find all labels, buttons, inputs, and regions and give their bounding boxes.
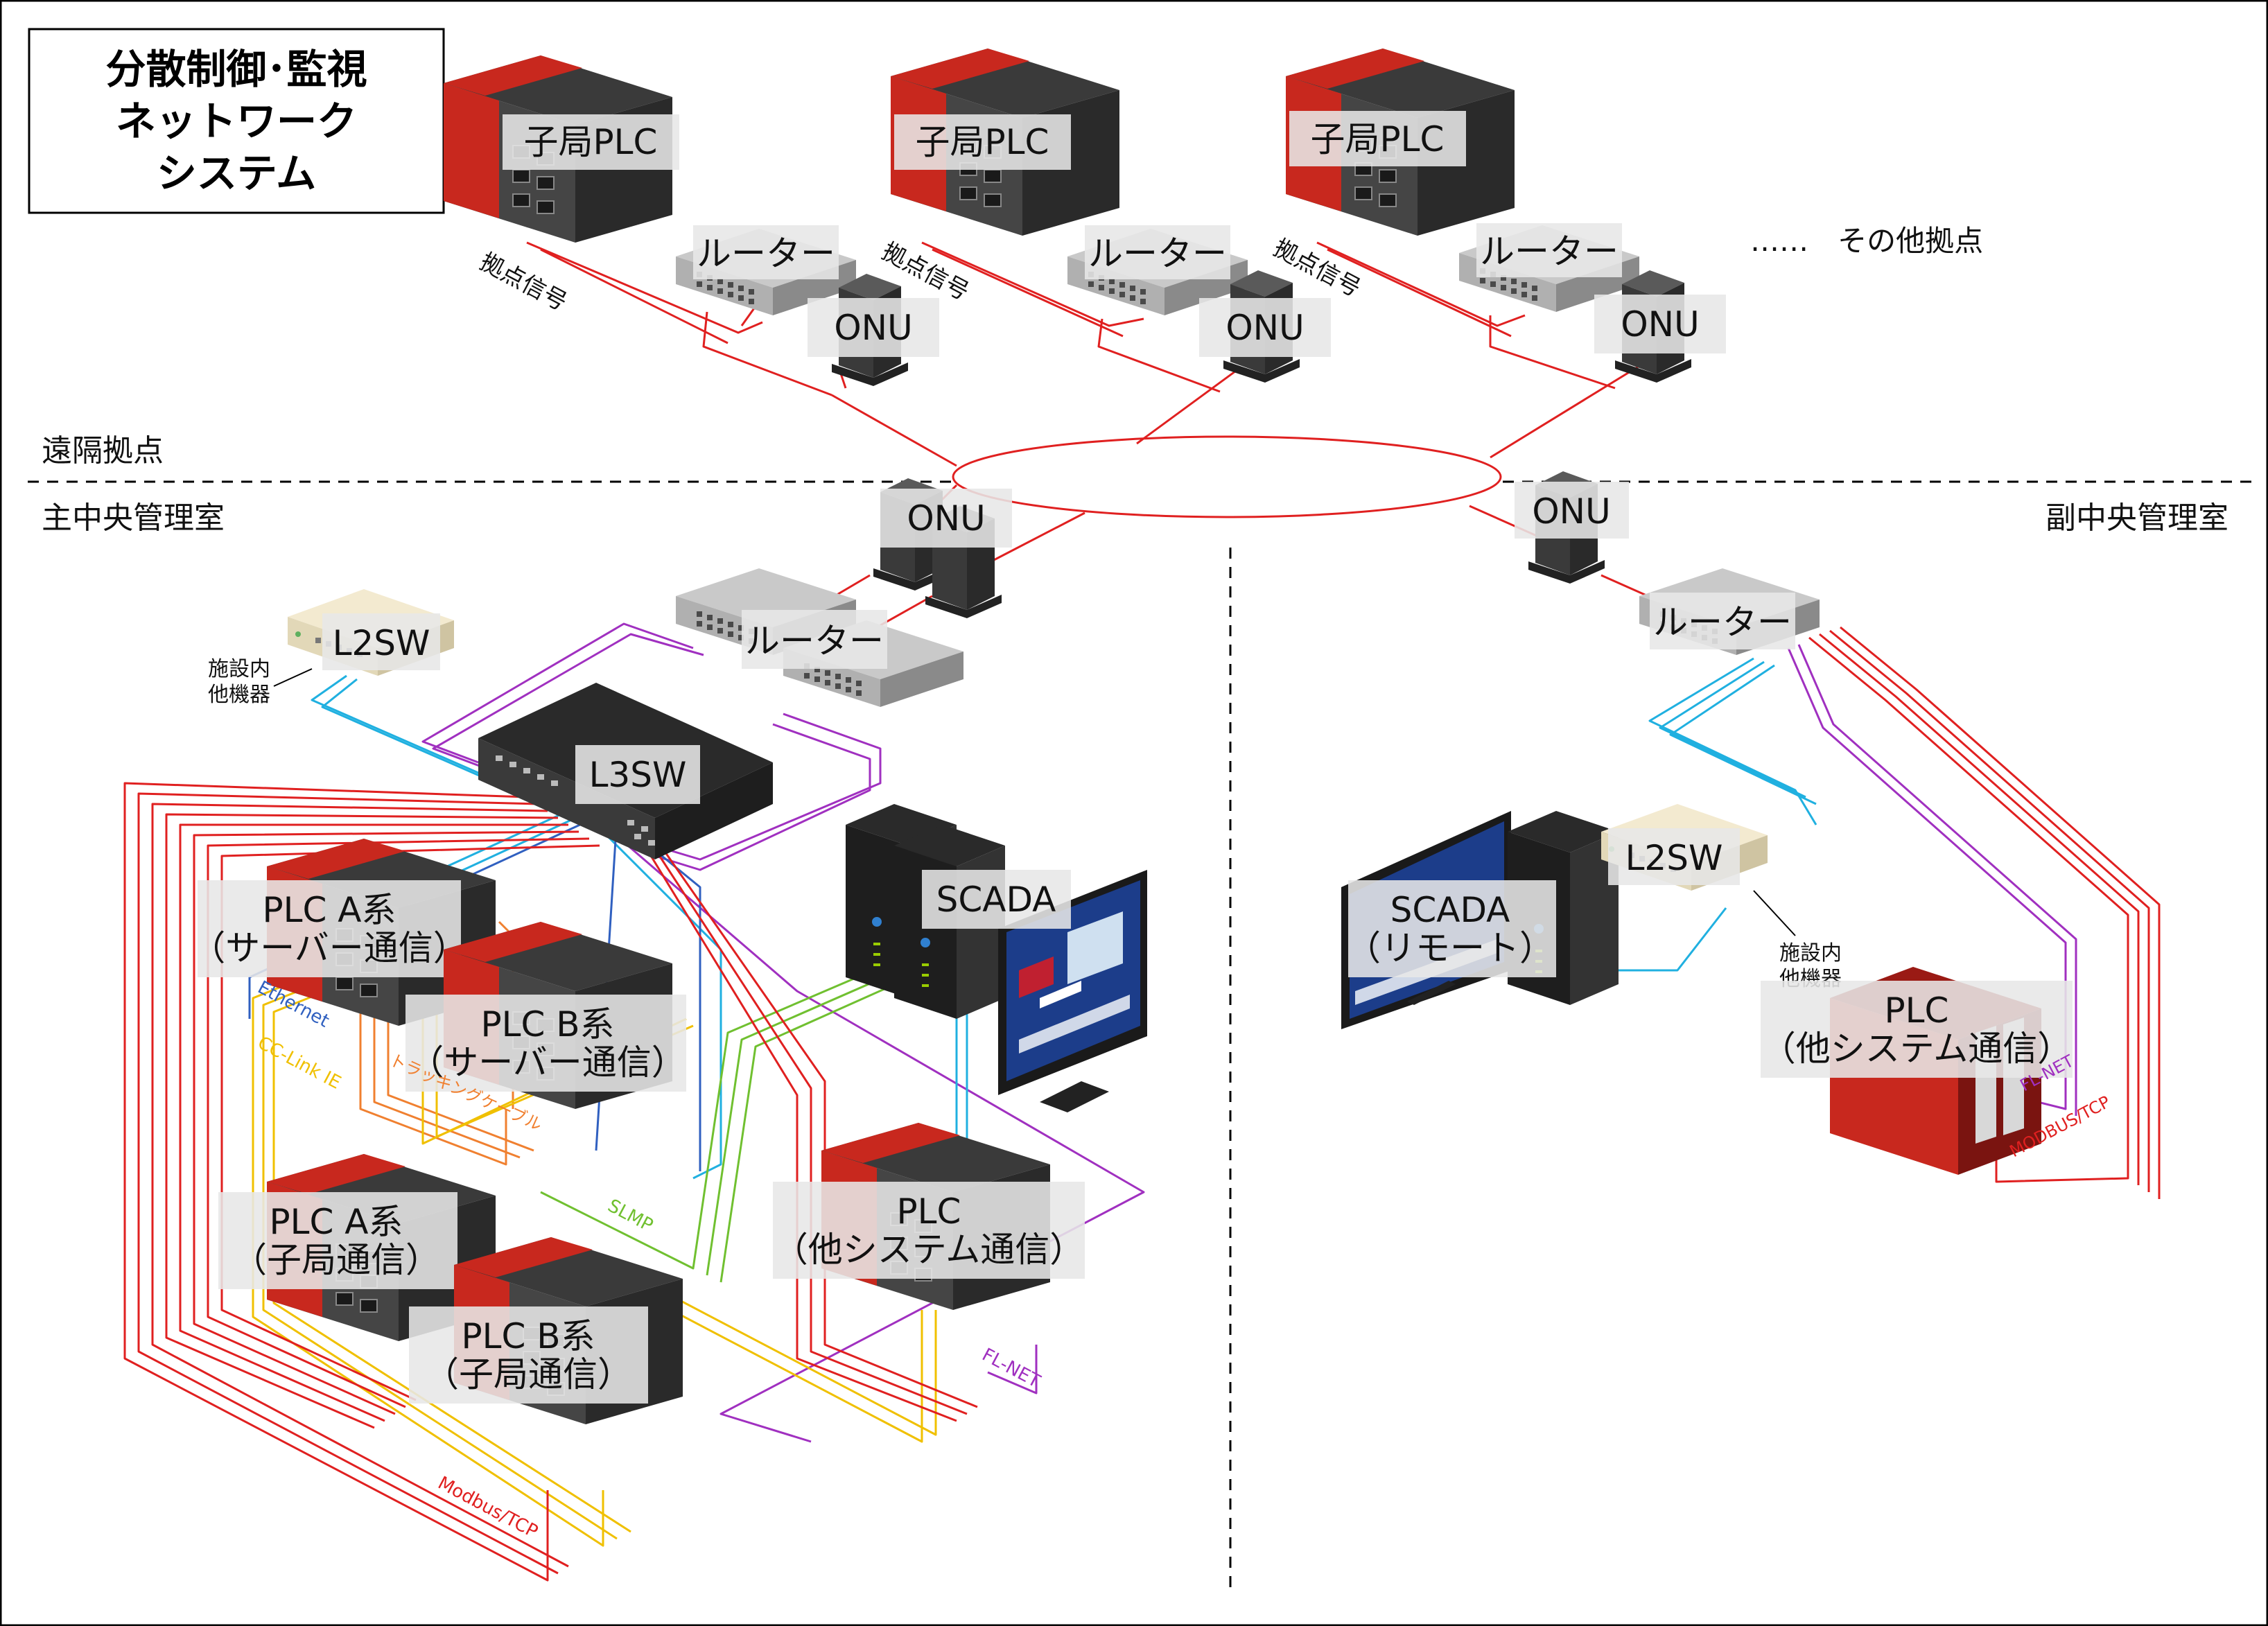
sub-scada-line1: SCADA (1390, 890, 1510, 930)
sub-l2sw-label: L2SW (1625, 838, 1723, 878)
main-plc-b-server-line2: （サーバー通信） (409, 1042, 686, 1083)
sub-plc-line1: PLC (1885, 990, 1949, 1031)
main-l2sw-note-2: 他機器 (208, 683, 270, 707)
wire-label-flnet: FL-NET (979, 1345, 1044, 1392)
main-router-label: ルーター (745, 621, 884, 661)
main-scada-label: SCADA (936, 880, 1056, 920)
main-purple-wires (421, 622, 1145, 1443)
region-label-remote: 遠隔拠点 (42, 433, 164, 469)
remote-router-3-label: ルーター (1480, 231, 1619, 272)
sub-onu-label: ONU (1532, 491, 1610, 532)
region-label-sub: 副中央管理室 (2045, 500, 2228, 536)
sub-red-wires (1808, 626, 2161, 1199)
remote-router-2-label: ルーター (1088, 234, 1227, 274)
main-plc-b-child-line2: （子局通信） (424, 1354, 632, 1395)
main-red-wires (123, 782, 978, 1582)
remote-onu-2-label: ONU (1225, 308, 1304, 348)
main-plc-b-server-line1: PLC B系 (480, 1004, 614, 1044)
title-box: 分散制御･監視 ネットワーク システム (28, 28, 445, 214)
remote-wires (526, 241, 1643, 467)
main-onu-label: ONU (907, 498, 985, 539)
sub-plc-line2: （他システム通信） (1761, 1029, 2073, 1069)
remote-plc-2-label: 子局PLC (916, 122, 1049, 162)
region-label-main: 主中央管理室 (42, 500, 225, 536)
sub-l2sw-note-1: 施設内 (1779, 941, 1842, 965)
main-l2sw-note-1: 施設内 (208, 657, 270, 681)
remote-plc-1-label: 子局PLC (524, 122, 658, 162)
main-plc-a-server-line1: PLC A系 (262, 890, 396, 930)
wan-ellipse (952, 435, 1502, 518)
wire-label-slmp: SLMP (604, 1196, 656, 1236)
main-plc-a-server-line2: （サーバー通信） (191, 928, 468, 968)
main-plc-a-child-line1: PLC A系 (269, 1202, 403, 1242)
main-plc-a-child-line2: （子局通信） (232, 1240, 440, 1280)
other-sites-label: ‥‥‥ その他拠点 (1750, 224, 1983, 258)
main-plc-b-child-line1: PLC B系 (461, 1316, 595, 1356)
title-line-1: 分散制御･監視 (105, 46, 367, 93)
sub-scada-line2: （リモート） (1346, 928, 1554, 968)
remote-plc-3-label: 子局PLC (1311, 119, 1445, 159)
wire-label-modbus: Modbus/TCP (435, 1473, 541, 1543)
main-l2sw-label: L2SW (333, 623, 430, 663)
wire-label-cclink: CC-Link IE (254, 1033, 344, 1094)
main-plc-other-line1: PLC (897, 1191, 961, 1232)
title-line-3: システム (157, 150, 316, 197)
main-green-wires (540, 959, 919, 1283)
remote-router-1-label: ルーター (697, 234, 835, 274)
remote-onu-3-label: ONU (1621, 304, 1699, 344)
title-line-2: ネットワーク (116, 98, 357, 145)
remote-onu-1-label: ONU (834, 308, 912, 348)
main-plc-other-line2: （他システム通信） (774, 1230, 1085, 1270)
main-l3sw-label: L3SW (589, 755, 687, 795)
sub-router-label: ルーター (1653, 602, 1792, 642)
